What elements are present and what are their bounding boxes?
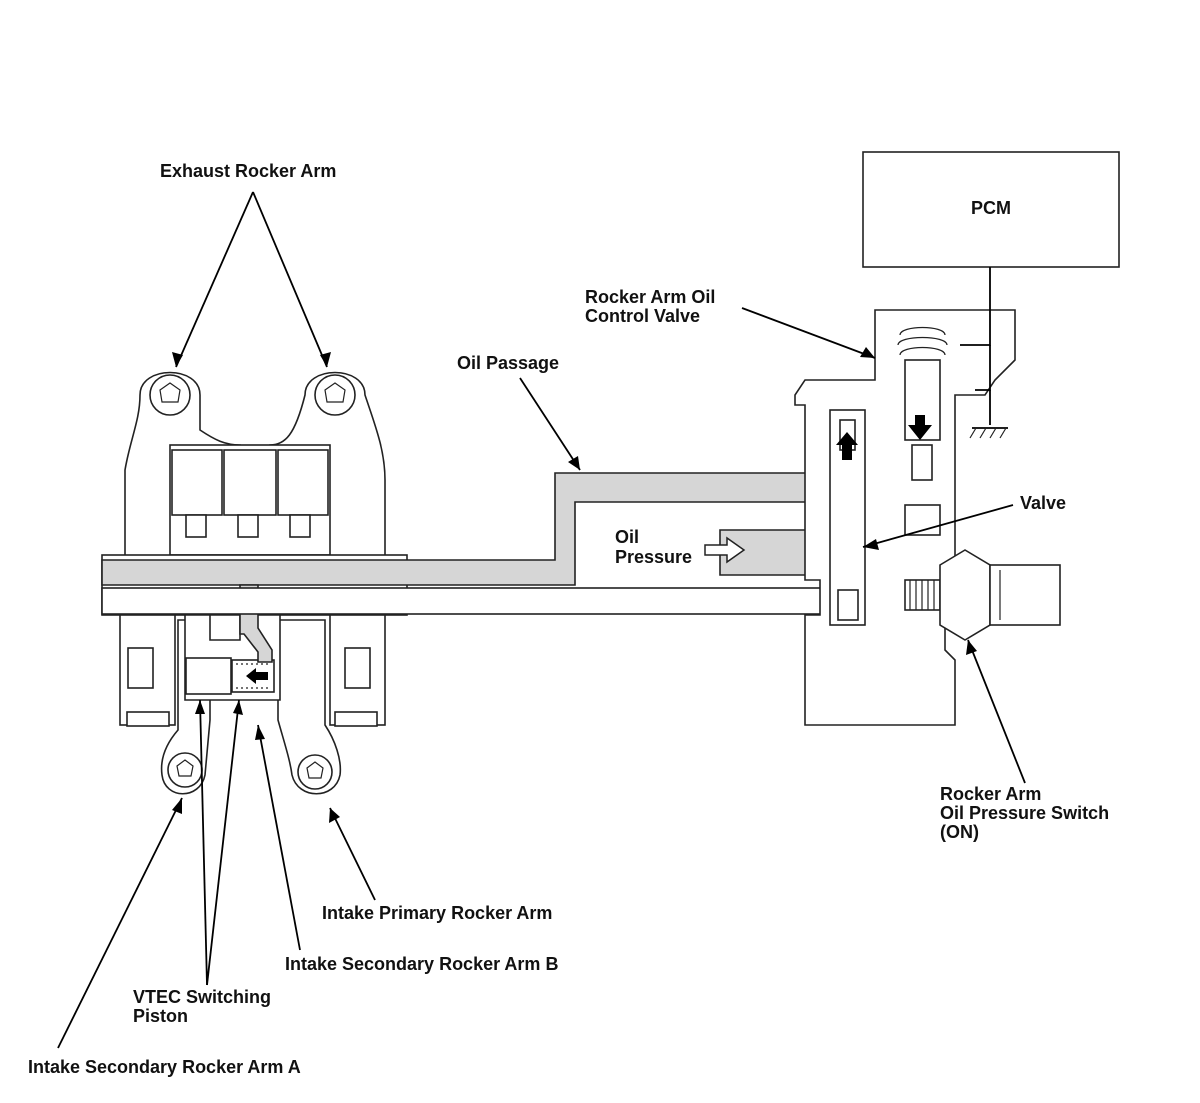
intake-primary-rocker-arm-foot: [277, 619, 342, 795]
oil-control-valve-label-line1: Rocker Arm Oil: [585, 287, 715, 307]
oil-passage-label: Oil Passage: [457, 353, 559, 373]
oil-flow-arrow-icon: [704, 536, 746, 564]
pcm-label: PCM: [971, 198, 1011, 218]
intake-primary-rocker-arm-label: Intake Primary Rocker Arm: [322, 903, 552, 923]
oil-pressure-switch-label-line2: Oil Pressure Switch: [940, 803, 1109, 823]
leader-lines: [57, 191, 1026, 1049]
valve-label: Valve: [1020, 493, 1066, 513]
ground-icon: [969, 390, 1008, 439]
vtec-switching-piston: [185, 657, 232, 695]
valve-up-arrow-icon: [836, 432, 858, 460]
oil-pressure-label-line1: Oil: [615, 527, 639, 547]
oil-control-valve-label-line2: Control Valve: [585, 306, 700, 326]
oil-pressure-switch-label-line1: Rocker Arm: [940, 784, 1041, 804]
piston-direction-arrow-icon: [246, 668, 268, 684]
vtec-switching-piston-label-line2: Piston: [133, 1006, 188, 1026]
pcm-box: [862, 151, 1120, 268]
oil-control-valve: [794, 309, 1061, 726]
vtec-switching-piston-label-line1: VTEC Switching: [133, 987, 271, 1007]
intake-secondary-rocker-arm-a-label: Intake Secondary Rocker Arm A: [28, 1057, 301, 1077]
intake-secondary-rocker-arm-b-label: Intake Secondary Rocker Arm B: [285, 954, 558, 974]
oil-passages: [101, 472, 831, 663]
valve-down-arrow-icon: [908, 415, 932, 440]
oil-pressure-switch-label-line3: (ON): [940, 822, 979, 842]
exhaust-rocker-arm-label: Exhaust Rocker Arm: [160, 161, 336, 181]
oil-pressure-switch: [939, 549, 991, 641]
oil-pressure-label-line2: Pressure: [615, 547, 692, 567]
leader-arrowheads: [172, 347, 977, 823]
